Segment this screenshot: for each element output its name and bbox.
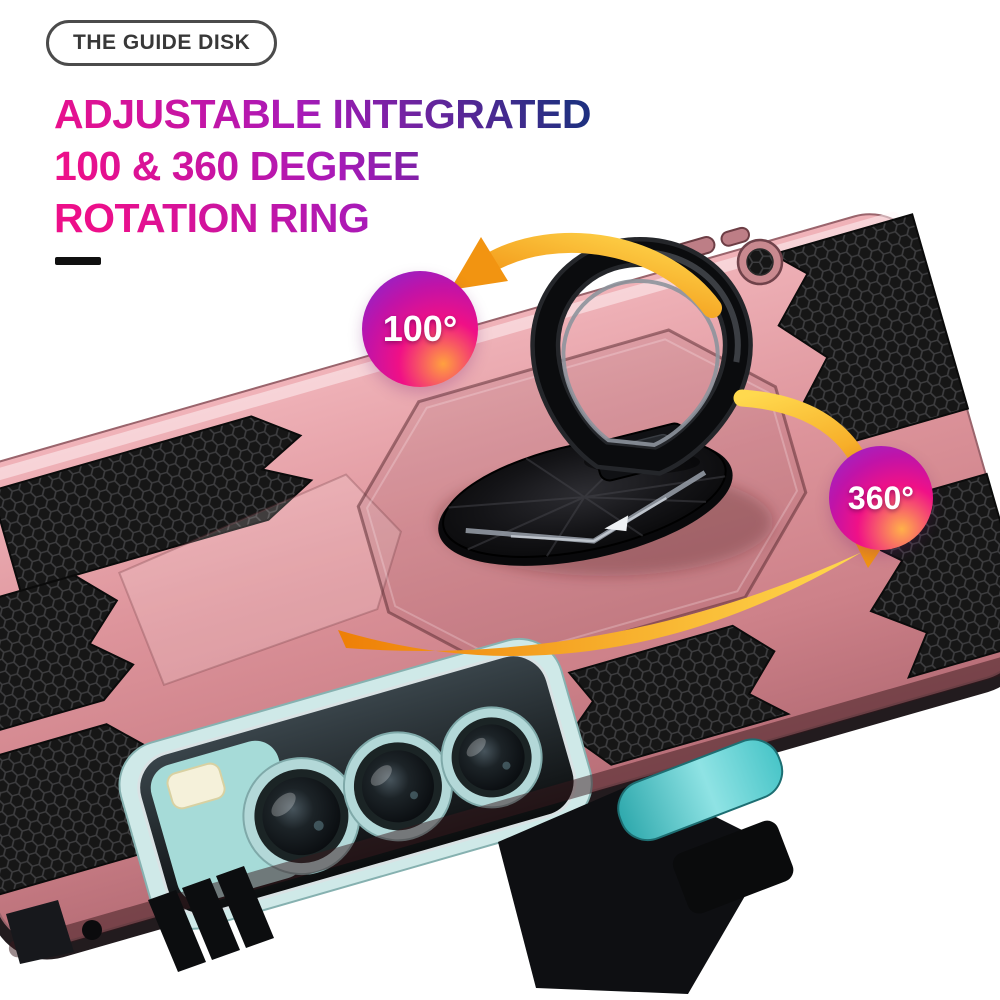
armor-wing-ridge (118, 473, 402, 687)
phone-case-body (0, 211, 1000, 960)
speaker-hole (82, 920, 102, 940)
camera-visor (118, 637, 593, 930)
rotation-arc (338, 552, 862, 656)
bottom-ports (6, 866, 274, 972)
phone-corner-block (672, 820, 794, 914)
armor-texture-patch (0, 574, 135, 745)
phone-corner (498, 738, 794, 994)
camera-lens (440, 706, 543, 809)
flash-window (166, 762, 226, 810)
camera-lens (242, 757, 361, 876)
armor-texture-patches (0, 213, 1000, 897)
corner-emblem (736, 238, 784, 286)
camera-lens (342, 731, 453, 842)
kickstand-plate-bevel (365, 338, 799, 661)
disk-glint (604, 515, 629, 532)
kickstand-ring (530, 237, 753, 476)
armor-texture-patch (770, 213, 970, 444)
phone-side-strip (617, 738, 784, 842)
armor-texture-patch (567, 624, 791, 766)
disk-brushed-texture (448, 436, 726, 557)
case-bottom-edge (8, 649, 1000, 958)
